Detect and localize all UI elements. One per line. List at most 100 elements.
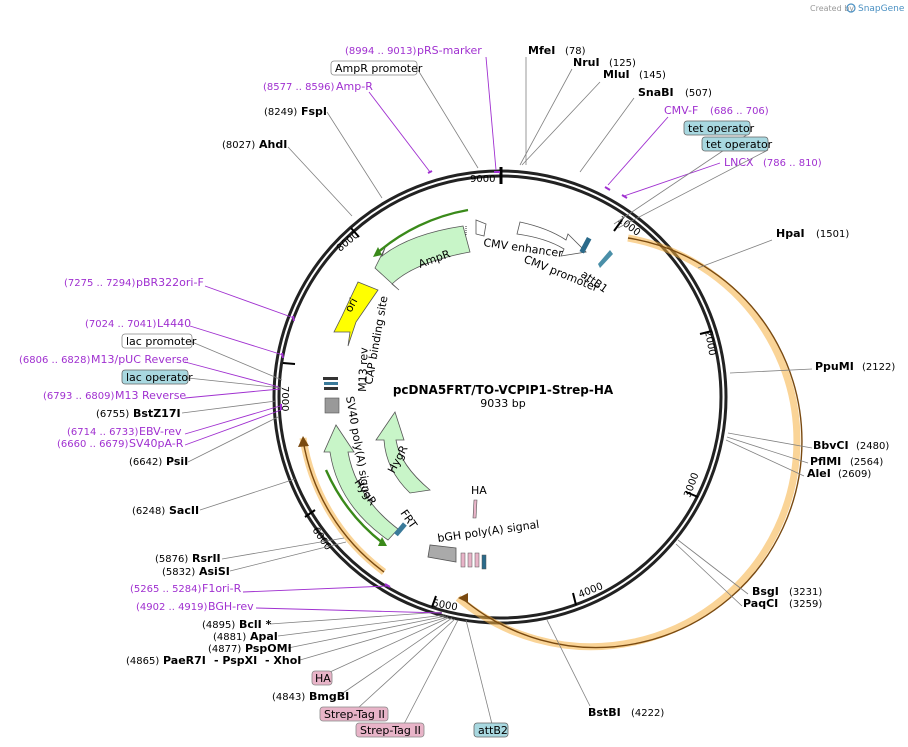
enzyme-label: SacII — [169, 504, 199, 517]
primer-label: Amp-R — [336, 80, 373, 93]
enzyme-label: SnaBI — [638, 86, 674, 99]
left-enzyme-leaders — [181, 111, 453, 696]
enzyme-label: - XhoI — [265, 654, 301, 667]
primer-pos: (4902 .. 4919) — [136, 602, 208, 613]
primer-pos: (6714 .. 6733) — [67, 427, 139, 438]
enzyme-label: MfeI — [528, 44, 555, 57]
enzyme-pos: (4895) — [202, 620, 235, 631]
ampr-outer-arrow — [373, 247, 382, 257]
primer-label: pBR322ori-F — [136, 276, 204, 289]
primer-pos: (6793 .. 6809) — [43, 391, 115, 402]
enzyme-pos: (507) — [685, 88, 712, 99]
boxed-features: AmpR promoter tet operator tet operator … — [121, 60, 773, 738]
right-enzymes: MfeI (78) NruI (125) MluI (145) SnaBI (5… — [528, 44, 895, 719]
primer-label: LNCX — [724, 156, 754, 169]
tick-marks — [282, 171, 713, 608]
ampr-promoter-arrow — [475, 219, 487, 237]
enzyme-pos: (5832) — [162, 567, 195, 578]
primer-marks — [280, 170, 628, 588]
enzyme-label: PpuMI — [815, 360, 854, 373]
primer-label: M13/pUC Reverse — [91, 353, 189, 366]
enzyme-pos: (6755) — [96, 409, 129, 420]
tick-8000: 8000 — [335, 230, 362, 255]
enzyme-pos: (5876) — [155, 554, 188, 565]
primer-pos: (7024 .. 7041) — [85, 319, 157, 330]
hygr-feature-inner — [375, 411, 431, 494]
enzyme-label: AleI — [807, 467, 831, 480]
enzyme-label: BmgBI — [309, 690, 349, 703]
primer-label: BGH-rev — [208, 600, 254, 613]
frt-feature — [393, 522, 407, 537]
enzyme-pos: (4222) — [631, 708, 664, 719]
tag-features — [460, 552, 487, 570]
enzyme-pos: (125) — [609, 58, 636, 69]
plasmid-name: pcDNA5FRT/TO-VCPIP1-Strep-HA — [393, 383, 614, 397]
m13rev-label: M13 rev — [356, 347, 371, 392]
enzyme-pos: (1501) — [816, 229, 849, 240]
tick-7000: 7000 — [279, 386, 290, 411]
primer-pos: (8577 .. 8596) — [263, 82, 335, 93]
tet-operator-label: tet operator — [688, 122, 755, 135]
left-orf-arc-line — [302, 439, 385, 573]
primer-label: pRS-marker — [417, 44, 482, 57]
lac-operator-label: lac operator — [126, 371, 193, 384]
strep-tag-label: Strep-Tag II — [324, 708, 385, 721]
enzyme-label: PaeR7I — [163, 654, 206, 667]
primer-pos: (686 .. 706) — [710, 106, 769, 117]
enzyme-label: PsiI — [166, 455, 188, 468]
primer-pos: (8994 .. 9013) — [345, 46, 417, 57]
enzyme-pos: (2564) — [850, 457, 883, 468]
ampr-feature — [374, 225, 471, 291]
primer-label: M13 Reverse — [115, 389, 186, 402]
enzyme-label: AhdI — [259, 138, 287, 151]
attb1-feature — [579, 236, 592, 254]
enzyme-label: BclI * — [239, 618, 272, 631]
enzyme-pos: (6248) — [132, 506, 165, 517]
primer-label: CMV-F — [664, 104, 698, 117]
snapgene-logo-icon — [846, 3, 856, 13]
lac-features — [323, 377, 340, 414]
enzyme-label: - PspXI — [214, 654, 257, 667]
enzyme-pos: (6642) — [129, 457, 162, 468]
primer-pos: (7275 .. 7294) — [64, 278, 136, 289]
hygr-outer-arrow — [378, 537, 387, 546]
tet-operator-label: tet operator — [706, 138, 773, 151]
enzyme-label: BsgI — [752, 585, 779, 598]
enzyme-pos: (4843) — [272, 692, 305, 703]
orf-arrowhead — [458, 593, 468, 603]
enzyme-pos: (3231) — [789, 587, 822, 598]
enzyme-label: FspI — [301, 105, 327, 118]
strep-tag-label: Strep-Tag II — [360, 724, 421, 737]
primer-pos: (786 .. 810) — [763, 158, 822, 169]
enzyme-pos: (2480) — [856, 441, 889, 452]
enzyme-pos: (78) — [565, 46, 586, 57]
primer-pos: (5265 .. 5284) — [130, 584, 202, 595]
enzyme-pos: (8249) — [264, 107, 297, 118]
enzyme-label: RsrII — [192, 552, 221, 565]
primers: (8994 .. 9013) pRS-marker (8577 .. 8596)… — [19, 44, 822, 613]
enzyme-label: PflMI — [810, 455, 841, 468]
ha-box-label: HA — [315, 672, 331, 685]
watermark-brand: SnapGene — [858, 4, 905, 14]
enzyme-pos: (3259) — [789, 599, 822, 610]
enzyme-pos: (4865) — [126, 656, 159, 667]
watermark-prefix: Created by — [810, 4, 854, 13]
tet-feature — [598, 250, 613, 268]
enzyme-label: HpaI — [776, 227, 805, 240]
tick-9000: 9000 — [470, 174, 495, 185]
primer-leaders — [184, 56, 721, 614]
plasmid-size: 9033 bp — [480, 397, 525, 410]
ori-feature — [333, 281, 379, 347]
primer-label: EBV-rev — [139, 425, 182, 438]
ha-label-inner: HA — [471, 484, 487, 497]
primer-pos: (6660 .. 6679) — [57, 439, 129, 450]
orf-arc-line — [461, 237, 803, 649]
attb2-label: attB2 — [478, 724, 508, 737]
left-enzymes: (8249) FspI (8027) AhdI (6755) BstZ17I (… — [96, 105, 349, 703]
enzyme-label: MluI — [603, 68, 630, 81]
amp-r-promoter-label: AmpR promoter — [335, 62, 423, 75]
enzyme-pos: (8027) — [222, 140, 255, 151]
enzyme-label: BbvCI — [813, 439, 849, 452]
enzyme-label: PaqCI — [743, 597, 778, 610]
tick-2000: 2000 — [702, 330, 717, 357]
